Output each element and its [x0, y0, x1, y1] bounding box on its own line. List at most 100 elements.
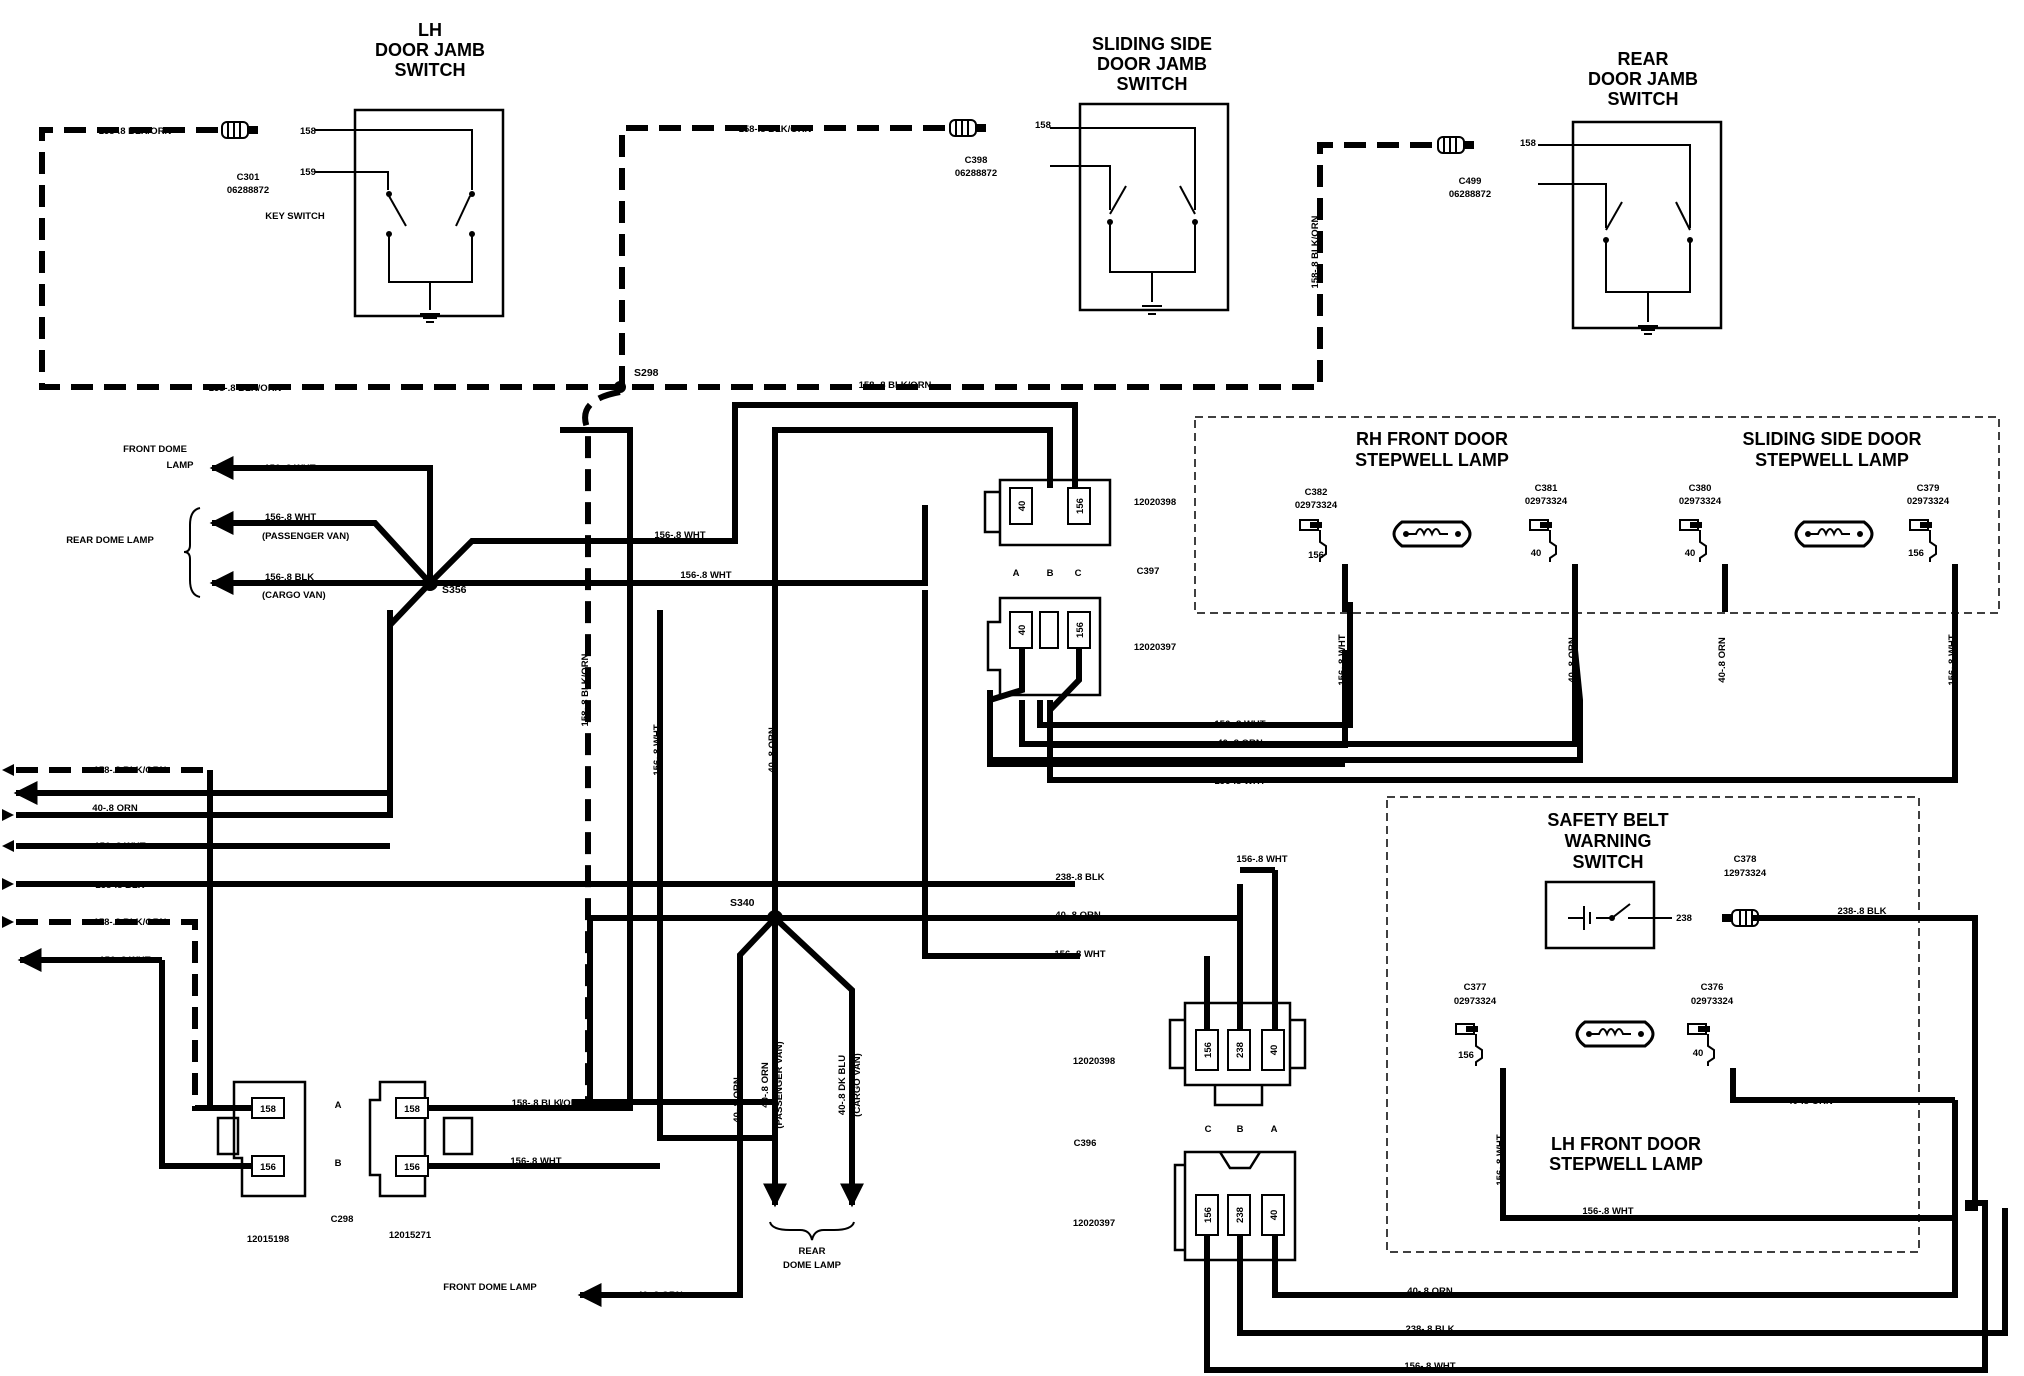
- pass-wht: 156-.8 WHT: [265, 512, 316, 523]
- c397-cav-156-b: 156: [1075, 622, 1086, 638]
- c298-cav-158-r: 158: [404, 1104, 420, 1115]
- rear-jamb-title-1: REAR: [1617, 49, 1668, 69]
- bot-wht: 156-.8 WHT: [1404, 1361, 1455, 1372]
- sliding-door-jamb-switch: SLIDING SIDE DOOR JAMB SWITCH 158 C398 0…: [955, 34, 1230, 315]
- c397-letter-b: B: [1047, 568, 1054, 579]
- c396-cav-156: 156: [1203, 1042, 1214, 1058]
- c298-wht: 156-.8 WHT: [510, 1156, 561, 1167]
- left-blk: 238-.8 BLK: [95, 880, 144, 891]
- safety-belt-title-2: WARNING: [1565, 831, 1652, 851]
- c499-label: C499: [1459, 176, 1482, 187]
- rear-pin-158: 158: [1520, 138, 1536, 149]
- v-pass-van: (PASSENGER VAN): [774, 1041, 785, 1128]
- to-c397-wht1: 156-.8 WHT: [654, 530, 705, 541]
- cargo-van: (CARGO VAN): [262, 590, 326, 601]
- c396-bot-part: 12020397: [1073, 1218, 1115, 1229]
- stp-orn1: 40-.8 ORN: [1217, 738, 1263, 749]
- c301-part: 06288872: [227, 185, 269, 196]
- c379-part: 02973324: [1907, 496, 1950, 507]
- c396-cav-40-b: 40: [1269, 1210, 1280, 1221]
- lh-vwht: 156-.8 WHT: [1495, 1134, 1506, 1185]
- circuit-158-dashed: [16, 119, 1475, 1111]
- s340-blk: 238-.8 BLK: [1055, 872, 1104, 883]
- v-wht: 156-.8 WHT: [652, 724, 663, 775]
- stp-orn2: 40-.8 ORN: [1217, 758, 1263, 769]
- v-blkorn: 158-.8 BLK/ORN: [580, 653, 591, 726]
- v-orn: 40-.8 ORN: [767, 727, 778, 773]
- c396-letter-a: A: [1271, 1124, 1278, 1135]
- c298-letter-a: A: [335, 1100, 342, 1111]
- wire-bus-right: 158-.8 BLK/ORN: [859, 380, 932, 391]
- c397-bot-part: 12020397: [1134, 642, 1176, 653]
- rear-dome-dest-1: REAR: [799, 1246, 826, 1257]
- left-blkorn2: 158-.8 BLK/ORN: [94, 917, 167, 928]
- c377-pin: 156: [1458, 1050, 1474, 1061]
- c397-connector: [983, 478, 1583, 763]
- key-switch-label: KEY SWITCH: [265, 211, 325, 222]
- front-dome-dest-bottom: FRONT DOME LAMP: [443, 1282, 537, 1293]
- c396-top-part: 12020398: [1073, 1056, 1115, 1067]
- c398-part: 06288872: [955, 168, 997, 179]
- belt-238: 238: [1676, 913, 1692, 924]
- c298-blkorn: 158-.8 BLK/ORN: [512, 1098, 585, 1109]
- c397-label: C397: [1137, 566, 1160, 577]
- sliding-stepwell-title-2: STEPWELL LAMP: [1755, 450, 1909, 470]
- front-dome-dest-2: LAMP: [167, 460, 195, 471]
- c381-pin: 40: [1531, 548, 1542, 559]
- rh-v2: 40-.8 ORN: [1567, 637, 1578, 683]
- v-dkblu: 40-.8 DK BLU: [837, 1055, 848, 1115]
- c379-label: C379: [1917, 483, 1940, 494]
- lh-pin-158: 158: [300, 126, 316, 137]
- c382-label: C382: [1305, 487, 1328, 498]
- c380-part: 02973324: [1679, 496, 1722, 507]
- wire-rear-vertical: 158-.8 BLK/ORN: [1310, 215, 1321, 288]
- lh-door-jamb-title-2: DOOR JAMB: [375, 40, 485, 60]
- c378-label: C378: [1734, 854, 1757, 865]
- c398-label: C398: [965, 155, 988, 166]
- c380-pin: 40: [1685, 548, 1696, 559]
- stp-wht2: 156-.8 WHT: [1214, 776, 1265, 787]
- rh-v1: 156-.8 WHT: [1337, 634, 1348, 685]
- front-dome-orn: 40-.8 ORN: [637, 1290, 683, 1301]
- c397-cav-156: 156: [1075, 498, 1086, 514]
- to-c397-wht2: 156-.8 WHT: [680, 570, 731, 581]
- front-dome-wht: 156-.8 WHT: [264, 463, 315, 474]
- c382-part: 02973324: [1295, 500, 1338, 511]
- c298-label: C298: [331, 1214, 354, 1225]
- c298-letter-b: B: [335, 1158, 342, 1169]
- c301-label: C301: [237, 172, 260, 183]
- stepwell-lamps-box: RH FRONT DOOR STEPWELL LAMP SLIDING SIDE…: [1194, 416, 2000, 614]
- c380-label: C380: [1689, 483, 1712, 494]
- c298-right-part: 12015271: [389, 1230, 432, 1241]
- pass-van: (PASSENGER VAN): [262, 531, 349, 542]
- c396-cav-40: 40: [1269, 1045, 1280, 1056]
- v-orn-dome: 40-.8 ORN: [732, 1077, 743, 1123]
- lh-pin-159: 159: [300, 167, 316, 178]
- rh-front-stepwell-title-2: STEPWELL LAMP: [1355, 450, 1509, 470]
- rear-dome-dest-2: DOME LAMP: [783, 1260, 842, 1271]
- rear-door-jamb-switch: REAR DOOR JAMB SWITCH 158 C499 06288872: [1449, 49, 1723, 335]
- c381-label: C381: [1535, 483, 1558, 494]
- safety-belt-title-1: SAFETY BELT: [1547, 810, 1668, 830]
- safety-belt-title-3: SWITCH: [1573, 852, 1644, 872]
- s356-branch: [13, 402, 1078, 805]
- s340-orn: 40-.8 ORN: [1055, 910, 1101, 921]
- sl-pin-158: 158: [1035, 120, 1051, 131]
- s356-label: S356: [442, 584, 467, 596]
- bot-blk: 238-.8 BLK: [1405, 1324, 1454, 1335]
- c382-pin: 156: [1308, 550, 1324, 561]
- c376-pin: 40: [1693, 1048, 1704, 1059]
- c396-cav-238: 238: [1235, 1042, 1246, 1058]
- safety-belt-stepwell-box: SAFETY BELT WARNING SWITCH 238 C378 1297…: [1386, 796, 1978, 1253]
- lh-door-jamb-title-1: LH: [418, 20, 442, 40]
- c396-wht: 156-.8 WHT: [1236, 854, 1287, 865]
- front-dome-dest-1: FRONT DOME: [123, 444, 187, 455]
- s340-wht: 156-.8 WHT: [1054, 949, 1105, 960]
- main-verticals: [16, 427, 1080, 1141]
- lh-front-stepwell-title-2: STEPWELL LAMP: [1549, 1154, 1703, 1174]
- lh-door-jamb-switch: LH DOOR JAMB SWITCH 158 159 C301 0628887…: [227, 20, 505, 323]
- c397-cav-40-b: 40: [1017, 625, 1028, 636]
- sliding-stepwell-title-1: SLIDING SIDE DOOR: [1742, 429, 1921, 449]
- c499-part: 06288872: [1449, 189, 1491, 200]
